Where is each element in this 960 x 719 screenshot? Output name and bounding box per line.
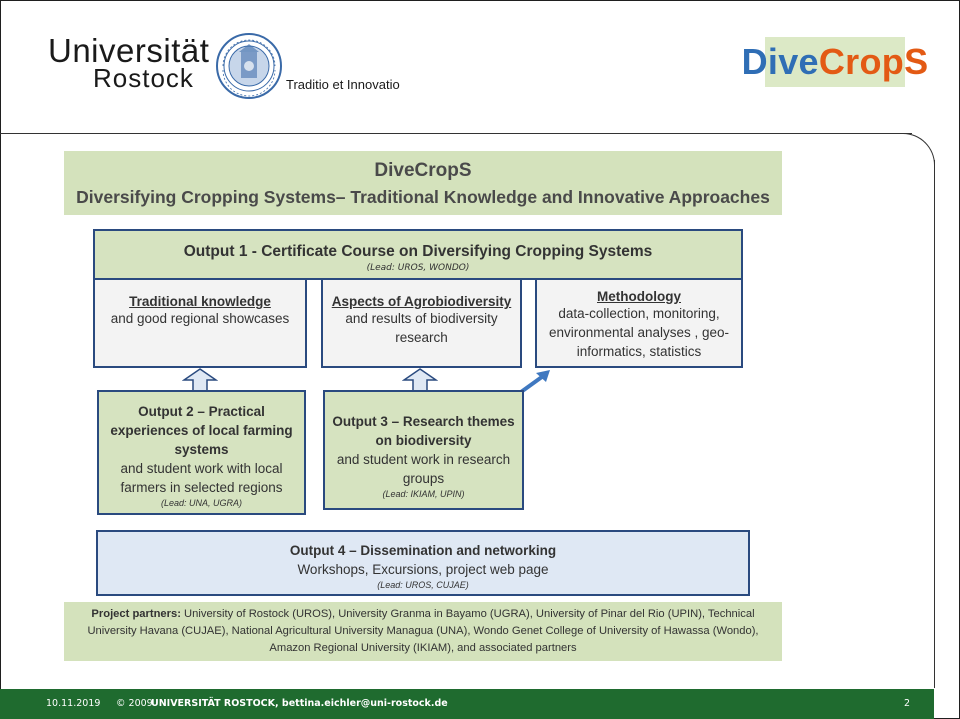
module-heading: Methodology [597,289,681,304]
output2-body: and student work with local farmers in s… [120,461,283,495]
output4-body: Workshops, Excursions, project web page [297,562,549,577]
output1-lead: (Lead: UROS, WONDO) [366,263,470,273]
footer-date: 10.11.2019 [46,698,101,709]
output4-heading: Output 4 – Dissemination and networking [289,543,557,558]
university-city: Rostock [93,63,194,93]
output1-header-box: Output 1 - Certificate Course on Diversi… [93,229,743,280]
module-methodology: Methodology data-collection, monitoring,… [535,278,743,368]
output2-box: Output 2 – Practical experiences of loca… [97,390,306,515]
logo-text-crops: CropS [818,41,929,82]
up-arrow-icon [402,368,438,392]
partners-label: Project partners: [91,608,181,620]
module-body: data-collection, monitoring, environment… [548,306,730,359]
module-agrobiodiversity: Aspects of Agrobiodiversity and results … [321,278,522,368]
output3-box: Output 3 – Research themes on biodiversi… [323,390,524,510]
footer-copyright: © 2009 [116,698,153,709]
output2-heading: Output 2 – Practical experiences of loca… [110,404,293,457]
partners-text: University of Rostock (UROS), University… [87,608,759,654]
title-banner: DiveCropS Diversifying Cropping Systems–… [64,151,782,215]
output4-lead: (Lead: UROS, CUJAE) [377,580,469,590]
module-traditional-knowledge: Traditional knowledge and good regional … [93,278,307,368]
module-body: and good regional showcases [110,311,290,326]
project-partners: Project partners: University of Rostock … [64,602,782,661]
output3-heading: Output 3 – Research themes on biodiversi… [332,414,515,448]
header-divider [0,133,912,134]
right-border-line [934,160,935,688]
output3-lead: (Lead: IKIAM, UPIN) [382,489,465,499]
university-motto: Traditio et Innovatio [286,77,400,92]
project-title: DiveCropS [374,160,472,181]
diagonal-arrow-icon [519,370,550,394]
footer-bar: 10.11.2019 © 2009 UNIVERSITÄT ROSTOCK, b… [0,689,934,719]
project-subtitle: Diversifying Cropping Systems– Tradition… [76,187,770,207]
logo-text-dive: Dive [741,41,819,82]
module-heading: Aspects of Agrobiodiversity [331,294,512,309]
university-name: Universität [48,32,210,69]
up-arrow-icon [182,368,218,392]
output2-lead: (Lead: UNA, UGRA) [160,498,243,508]
university-seal-icon [216,33,282,99]
footer-organization: UNIVERSITÄT ROSTOCK, bettina.eichler@uni… [151,698,448,709]
module-heading: Traditional knowledge [129,294,271,309]
module-body: and results of biodiversity research [345,311,498,345]
output1-title: Output 1 - Certificate Course on Diversi… [183,243,653,260]
output3-body: and student work in research groups [336,452,511,486]
output4-box: Output 4 – Dissemination and networking … [96,530,750,596]
university-logo: Universität Rostock Traditio et Innovati… [48,32,408,102]
page-number: 2 [904,698,911,709]
